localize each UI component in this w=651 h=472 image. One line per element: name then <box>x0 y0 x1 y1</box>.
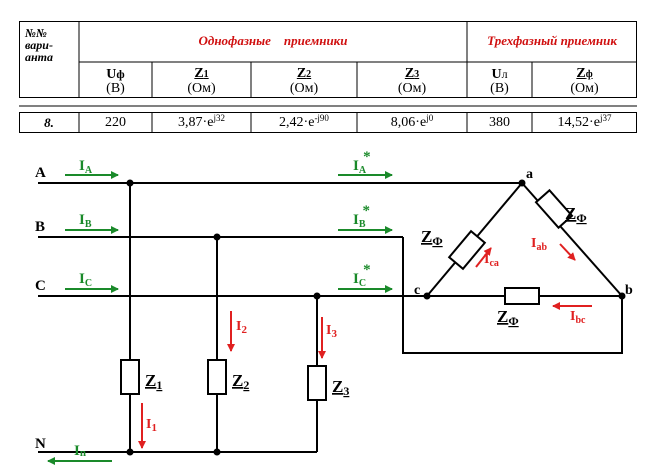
header-variant-line3: анта <box>25 50 53 64</box>
col-ul-unit: (В) <box>490 81 509 96</box>
junction-B <box>213 233 221 241</box>
col-zf-unit: (Ом) <box>570 81 599 96</box>
arrow-Iab <box>559 243 576 261</box>
col-ul: Uл (В) <box>467 67 532 96</box>
resistor-Zca <box>447 229 487 271</box>
col-z2-unit: (Ом) <box>289 81 319 96</box>
label-Z1: Z1 <box>145 371 162 392</box>
col-zf: Zф (Ом) <box>532 67 637 96</box>
junctions <box>126 179 626 456</box>
resistor-Z3 <box>307 365 327 401</box>
node-a-label: a <box>526 167 533 182</box>
node-labels: a b c <box>414 167 633 298</box>
row-z3: 8,06·ej0 <box>357 113 467 131</box>
label-IA-star: IA* <box>353 149 371 176</box>
header-variant-line1: №№ <box>25 26 47 40</box>
resistor-Zbc <box>504 287 540 305</box>
label-IB: IB <box>79 212 92 230</box>
col-z3-unit: (Ом) <box>397 81 427 96</box>
single-phase-resistors <box>120 359 327 401</box>
label-Zbc: ZФ <box>497 307 519 328</box>
col-zf-symbol: Zф <box>576 66 593 81</box>
col-z2-symbol: Z2 <box>296 66 312 81</box>
branch-current-arrows <box>138 243 592 449</box>
col-uf-symbol: Uф <box>106 67 125 82</box>
header-variant: №№ вари- анта <box>25 27 73 63</box>
col-ul-symbol: Uл <box>491 67 508 82</box>
line-B-label: B <box>35 219 45 235</box>
resistor-Zab <box>534 188 574 230</box>
col-uf: Uф (В) <box>79 67 152 96</box>
label-Z2: Z2 <box>232 371 249 392</box>
line-N-label: N <box>35 436 46 452</box>
line-current-arrows <box>47 171 393 465</box>
label-Ibc: Ibc <box>570 309 586 326</box>
node-b-label: b <box>625 283 633 298</box>
label-Zab: ZФ <box>565 204 587 225</box>
row-z2-exp: -j90 <box>314 113 329 123</box>
line-C-label: C <box>35 278 46 294</box>
row-ul: 380 <box>489 115 510 130</box>
col-z3-symbol: Z3 <box>404 66 420 81</box>
row-z3-base: 8,06·e <box>390 115 427 130</box>
delta-ab <box>521 182 623 297</box>
delta-resistors <box>447 188 574 305</box>
col-z1-symbol: Z1 <box>194 66 209 81</box>
row-zf-base: 14,52·e <box>557 115 600 130</box>
row-z1-exp: j32 <box>213 113 225 123</box>
row-z1: 3,87·ej32 <box>152 113 251 131</box>
node-c <box>423 292 431 300</box>
line-A-label: A <box>35 165 46 181</box>
node-b <box>618 292 626 300</box>
label-IC-star: IC* <box>353 262 371 289</box>
impedance-labels: Z1 Z2 Z3 ZФ ZФ ZФ <box>145 204 587 398</box>
branch-current-labels: I1 I2 I3 Iab Ibc Ica <box>146 236 586 434</box>
single-phase-title: Однофазные приемники <box>198 33 348 48</box>
row-variant: 8. <box>44 115 54 130</box>
junction-N1 <box>126 448 134 456</box>
resistor-Z1 <box>120 359 140 395</box>
junction-C <box>313 292 321 300</box>
col-z2: Z2 (Ом) <box>251 67 357 96</box>
line-letters: A B C N <box>35 165 46 452</box>
arrow-Ica <box>475 247 492 268</box>
label-I1: I1 <box>146 417 157 434</box>
label-In: In <box>74 443 86 459</box>
label-Ica: Ica <box>484 252 499 269</box>
label-Z3: Z3 <box>332 377 349 398</box>
label-IB-star: IB* <box>353 203 370 230</box>
junction-N2 <box>213 448 221 456</box>
col-z3: Z3 (Ом) <box>357 67 467 96</box>
row-zf-exp: j37 <box>599 113 612 123</box>
col-z1-unit: (Ом) <box>187 81 216 96</box>
header-variant-line2: вари- <box>25 38 53 52</box>
col-uf-unit: (В) <box>106 81 125 96</box>
label-I3: I3 <box>326 323 337 340</box>
label-Iab: Iab <box>531 236 547 253</box>
row-zf: 14,52·ej37 <box>532 113 637 131</box>
variant-table: №№ вари- анта Однофазные приемники Трехф… <box>19 21 637 137</box>
row-uf: 220 <box>105 115 126 130</box>
col-z1: Z1 (Ом) <box>152 67 251 96</box>
label-Zca: ZФ <box>421 227 443 248</box>
label-I2: I2 <box>236 319 247 336</box>
three-phase-title: Трехфазный приемник <box>487 33 617 48</box>
node-a <box>518 179 526 187</box>
table-grid <box>19 21 637 133</box>
row-z2-base: 2,42·e <box>279 115 315 130</box>
row-z2: 2,42·e-j90 <box>251 113 357 131</box>
line-current-labels: IA IB IC In IA* IB* IC* <box>74 149 371 459</box>
junction-A <box>126 179 134 187</box>
label-IA: IA <box>79 158 93 176</box>
wires <box>38 182 623 453</box>
node-c-label: c <box>414 283 420 298</box>
resistor-Z2 <box>207 359 227 395</box>
label-IC: IC <box>79 271 92 289</box>
row-z1-base: 3,87·e <box>178 115 214 130</box>
row-z3-exp: j0 <box>426 113 434 123</box>
